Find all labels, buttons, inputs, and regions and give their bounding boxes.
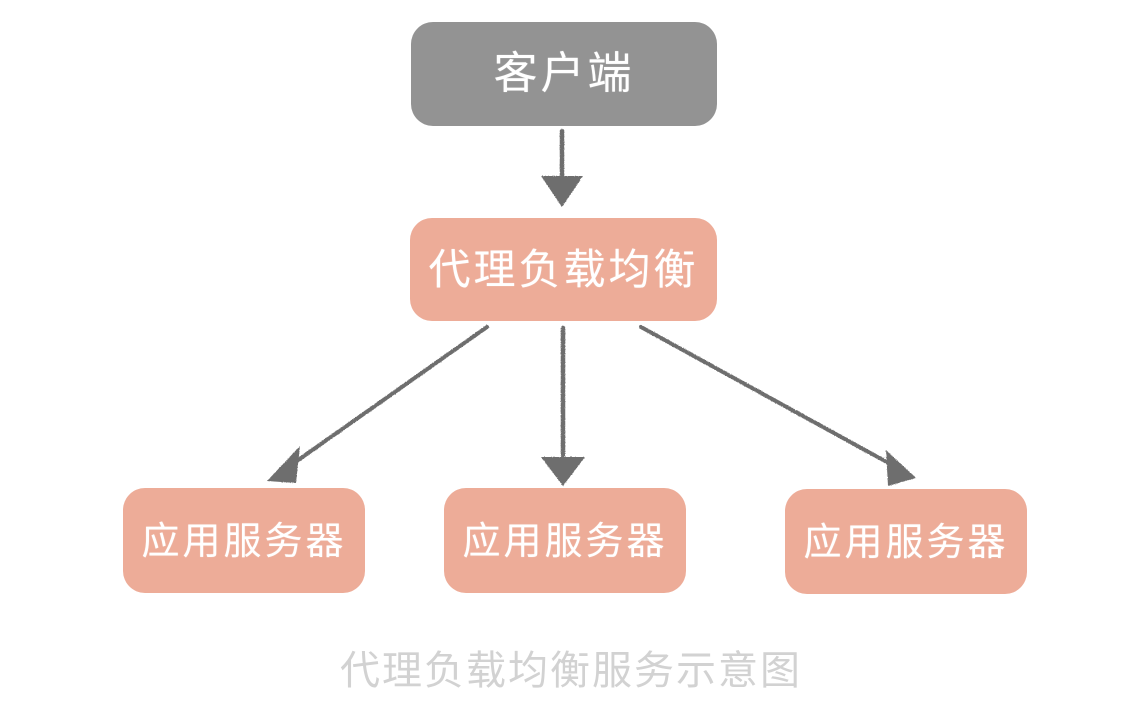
node-load-balancer-label: 代理负载均衡 (428, 244, 699, 294)
node-app-server-2-label: 应用服务器 (462, 518, 668, 563)
node-client[interactable]: 客户端 (411, 22, 717, 126)
node-load-balancer[interactable]: 代理负载均衡 (410, 218, 717, 321)
arrow-loadbalancer-to-appserver-2 (541, 325, 585, 486)
arrow-loadbalancer-to-appserver-1 (267, 325, 489, 483)
arrow-client-to-loadbalancer (541, 128, 583, 207)
node-app-server-1-label: 应用服务器 (141, 518, 347, 563)
node-app-server-3-label: 应用服务器 (803, 519, 1009, 564)
node-app-server-3[interactable]: 应用服务器 (785, 489, 1027, 594)
node-client-label: 客户端 (493, 48, 635, 99)
arrow-loadbalancer-to-appserver-3 (639, 325, 916, 486)
node-app-server-1[interactable]: 应用服务器 (123, 488, 365, 593)
diagram-caption: 代理负载均衡服务示意图 (340, 648, 802, 694)
node-app-server-2[interactable]: 应用服务器 (444, 488, 686, 593)
